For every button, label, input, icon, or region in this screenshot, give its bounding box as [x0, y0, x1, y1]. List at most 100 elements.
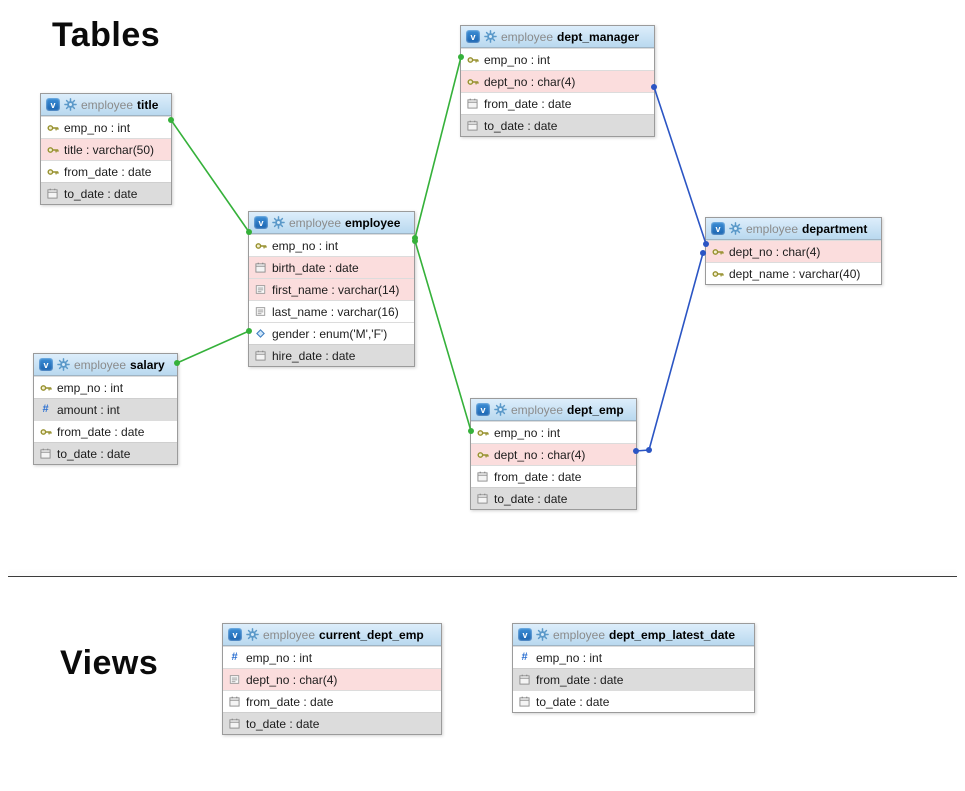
column-amount: #amount : int: [34, 398, 177, 420]
date-icon: [466, 97, 479, 110]
view-badge[interactable]: v: [466, 30, 480, 43]
column-label: from_date : date: [57, 424, 145, 439]
column-to_date: to_date : date: [34, 442, 177, 464]
column-birth_date: birth_date : date: [249, 256, 414, 278]
view-badge[interactable]: v: [39, 358, 53, 371]
view-badge[interactable]: v: [518, 628, 532, 641]
column-label: emp_no : int: [536, 650, 603, 665]
gear-icon[interactable]: [272, 216, 285, 229]
text-icon: [254, 305, 267, 318]
schema-name: employee: [553, 627, 606, 642]
num-icon: #: [521, 651, 528, 663]
column-from_date: from_date : date: [223, 690, 441, 712]
column-label: dept_no : char(4): [494, 447, 586, 462]
table-name: title: [137, 97, 159, 112]
column-label: to_date : date: [536, 694, 610, 709]
gear-icon[interactable]: [536, 628, 549, 641]
column-label: first_name : varchar(14): [272, 282, 400, 297]
gear-icon[interactable]: [494, 403, 507, 416]
table-name: department: [802, 221, 868, 236]
date-icon: [518, 695, 531, 708]
column-to_date: to_date : date: [471, 487, 636, 509]
date-icon: [254, 261, 267, 274]
column-dept_no: dept_no : char(4): [706, 240, 881, 262]
key-icon: [466, 75, 479, 88]
key-icon: [46, 143, 59, 156]
column-last_name: last_name : varchar(16): [249, 300, 414, 322]
key-icon: [46, 165, 59, 178]
table-name: dept_manager: [557, 29, 640, 44]
view-badge[interactable]: v: [228, 628, 242, 641]
column-label: dept_no : char(4): [484, 74, 576, 89]
view-badge[interactable]: v: [476, 403, 490, 416]
date-icon: [518, 673, 531, 686]
gear-icon[interactable]: [729, 222, 742, 235]
column-label: from_date : date: [536, 672, 624, 687]
schema-name: employee: [511, 402, 564, 417]
column-to_date: to_date : date: [461, 114, 654, 136]
view-badge[interactable]: v: [254, 216, 268, 229]
date-icon: [228, 717, 241, 730]
column-from_date: from_date : date: [471, 465, 636, 487]
view-badge[interactable]: v: [46, 98, 60, 111]
view-badge[interactable]: v: [711, 222, 725, 235]
column-label: amount : int: [57, 402, 120, 417]
gear-icon[interactable]: [484, 30, 497, 43]
column-label: emp_no : int: [246, 650, 313, 665]
column-label: to_date : date: [57, 446, 131, 461]
column-label: emp_no : int: [484, 52, 551, 67]
column-from_date: from_date : date: [513, 668, 754, 690]
column-label: from_date : date: [484, 96, 572, 111]
column-label: birth_date : date: [272, 260, 359, 275]
section-divider: [8, 576, 957, 577]
gear-icon[interactable]: [246, 628, 259, 641]
column-hire_date: hire_date : date: [249, 344, 414, 366]
column-label: title : varchar(50): [64, 142, 155, 157]
column-label: from_date : date: [64, 164, 152, 179]
text-icon: [228, 673, 241, 686]
gear-icon[interactable]: [57, 358, 70, 371]
column-label: emp_no : int: [64, 120, 131, 135]
column-title: title : varchar(50): [41, 138, 171, 160]
key-icon: [39, 425, 52, 438]
column-label: last_name : varchar(16): [272, 304, 399, 319]
date-icon: [476, 492, 489, 505]
column-dept_no: dept_no : char(4): [223, 668, 441, 690]
num-icon: #: [231, 651, 238, 663]
gear-icon[interactable]: [64, 98, 77, 111]
column-dept_no: dept_no : char(4): [471, 443, 636, 465]
schema-name: employee: [263, 627, 316, 642]
key-icon: [466, 53, 479, 66]
schema-name: employee: [501, 29, 554, 44]
date-icon: [254, 349, 267, 362]
column-emp_no: emp_no : int: [471, 421, 636, 443]
schema-name: employee: [289, 215, 342, 230]
column-label: from_date : date: [494, 469, 582, 484]
column-label: from_date : date: [246, 694, 334, 709]
key-icon: [476, 426, 489, 439]
column-label: emp_no : int: [57, 380, 124, 395]
column-dept_no: dept_no : char(4): [461, 70, 654, 92]
key-icon: [46, 121, 59, 134]
view-name: dept_emp_latest_date: [609, 627, 736, 642]
column-label: dept_no : char(4): [729, 244, 821, 259]
column-first_name: first_name : varchar(14): [249, 278, 414, 300]
key-icon: [711, 245, 724, 258]
column-emp_no: emp_no : int: [34, 376, 177, 398]
